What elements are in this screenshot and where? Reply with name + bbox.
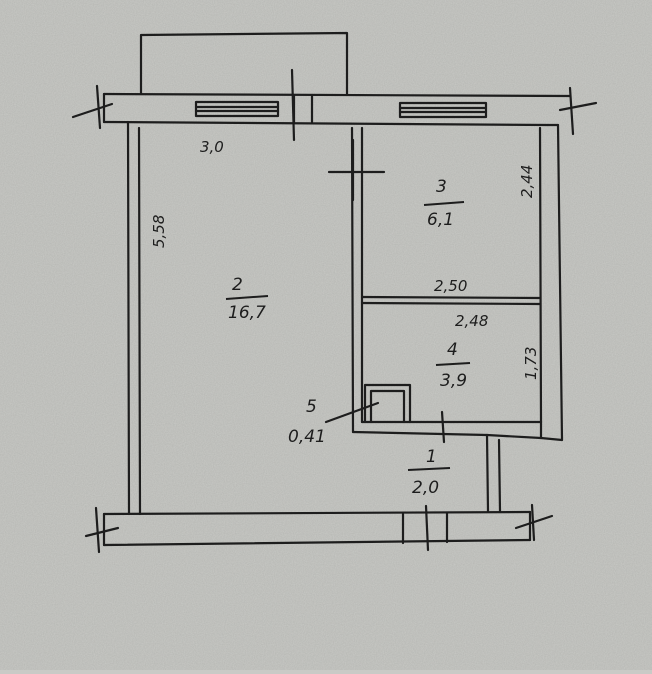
dim-room3-width: 2,50 [434,277,467,295]
top-wall-outer [102,92,572,98]
room-4-number: 4 [447,340,458,360]
dimension-tick-top-right-v [568,86,575,136]
dimension-tick-bottom-left-v [94,506,101,554]
top-wall-inner [102,120,550,127]
dimension-tick-bottom-left [84,526,120,538]
room-5-area: 0,41 [288,427,326,447]
dimension-tick-top-left-v [95,84,102,130]
room-1-underline [407,467,451,471]
door-mark-room4 [440,410,446,444]
dimension-tick-top-right [558,101,598,112]
axis-mark-bottom [424,504,430,552]
room-3-underline [423,201,465,206]
window-left-frame [194,100,280,118]
dim-room4-width: 2,48 [455,312,488,330]
corridor-right-wall-inner [497,438,502,513]
room-2-underline [225,295,269,300]
axis-mark-top [290,68,296,142]
room-3-number: 3 [436,177,447,197]
room4-bottom-wall-right [485,433,543,440]
dim-room3-height: 2,44 [518,165,536,198]
room-2-area: 16,7 [228,303,266,323]
room-3-area: 6,1 [427,210,454,230]
dimension-tick-bottom-right-v [530,503,536,542]
room5-niche [363,383,412,424]
room-5-number: 5 [306,397,317,417]
left-wall-outer [126,120,131,516]
room5-leader-line [324,401,380,424]
room-4-underline [435,362,471,366]
room-4-area: 3,9 [440,371,467,391]
balcony-outline [139,31,349,96]
room-2-number: 2 [232,275,243,295]
dim-room2-width: 3,0 [200,138,224,156]
room3-room4-wall-top [360,295,542,300]
dim-room2-length: 5,58 [150,215,168,248]
room3-room4-wall-bottom [360,301,542,306]
room-1-area: 2,0 [412,478,439,498]
room-1-number: 1 [426,447,437,467]
dimension-tick-top-left [71,102,114,119]
right-wall-inner [538,126,543,424]
room4-bottom-wall-outer [351,430,489,437]
window-right-frame [398,101,488,119]
corridor-right-wall-outer [485,433,490,513]
right-wall-bottom [539,436,564,442]
right-wall-outer [556,123,564,442]
dim-room4-height: 1,73 [522,347,540,380]
bottom-wall-inner [102,510,532,516]
bottom-wall-outer [102,538,532,547]
left-wall-inner [137,126,142,516]
